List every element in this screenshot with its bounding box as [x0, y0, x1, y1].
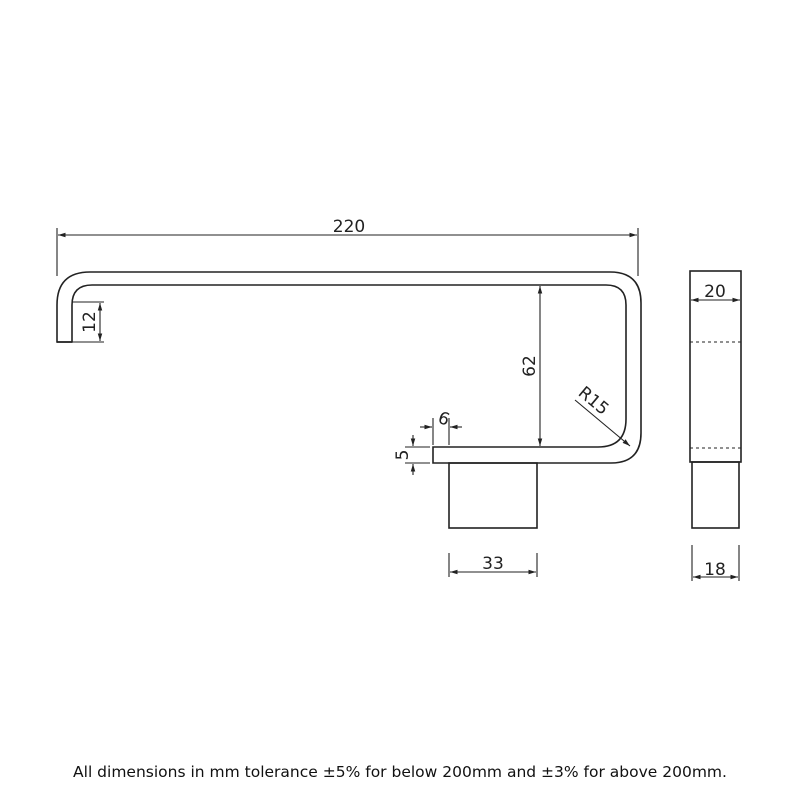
- side-view: [689, 270, 742, 529]
- svg-text:33: 33: [482, 554, 504, 574]
- dim-overall-length: 220: [56, 217, 639, 276]
- tolerance-note: All dimensions in mm tolerance ±5% for b…: [73, 763, 727, 781]
- svg-text:20: 20: [704, 282, 726, 302]
- base-block: [448, 462, 538, 529]
- svg-text:18: 18: [704, 560, 726, 580]
- dim-base-length: 33: [448, 553, 538, 577]
- dim-inner-drop: 62: [520, 286, 543, 446]
- dim-side-width-base: 18: [691, 545, 740, 581]
- dim-side-width-top: 20: [691, 282, 740, 303]
- svg-text:5: 5: [393, 450, 413, 461]
- svg-text:12: 12: [80, 311, 100, 333]
- svg-text:R15: R15: [574, 383, 612, 420]
- svg-text:220: 220: [333, 217, 365, 237]
- svg-text:62: 62: [520, 355, 540, 377]
- dim-tip-width: 6: [420, 408, 462, 445]
- dim-bar-thickness: 5: [393, 435, 430, 475]
- svg-text:6: 6: [435, 408, 452, 430]
- handle-outline: [56, 271, 642, 464]
- dim-end-height: 12: [72, 301, 104, 343]
